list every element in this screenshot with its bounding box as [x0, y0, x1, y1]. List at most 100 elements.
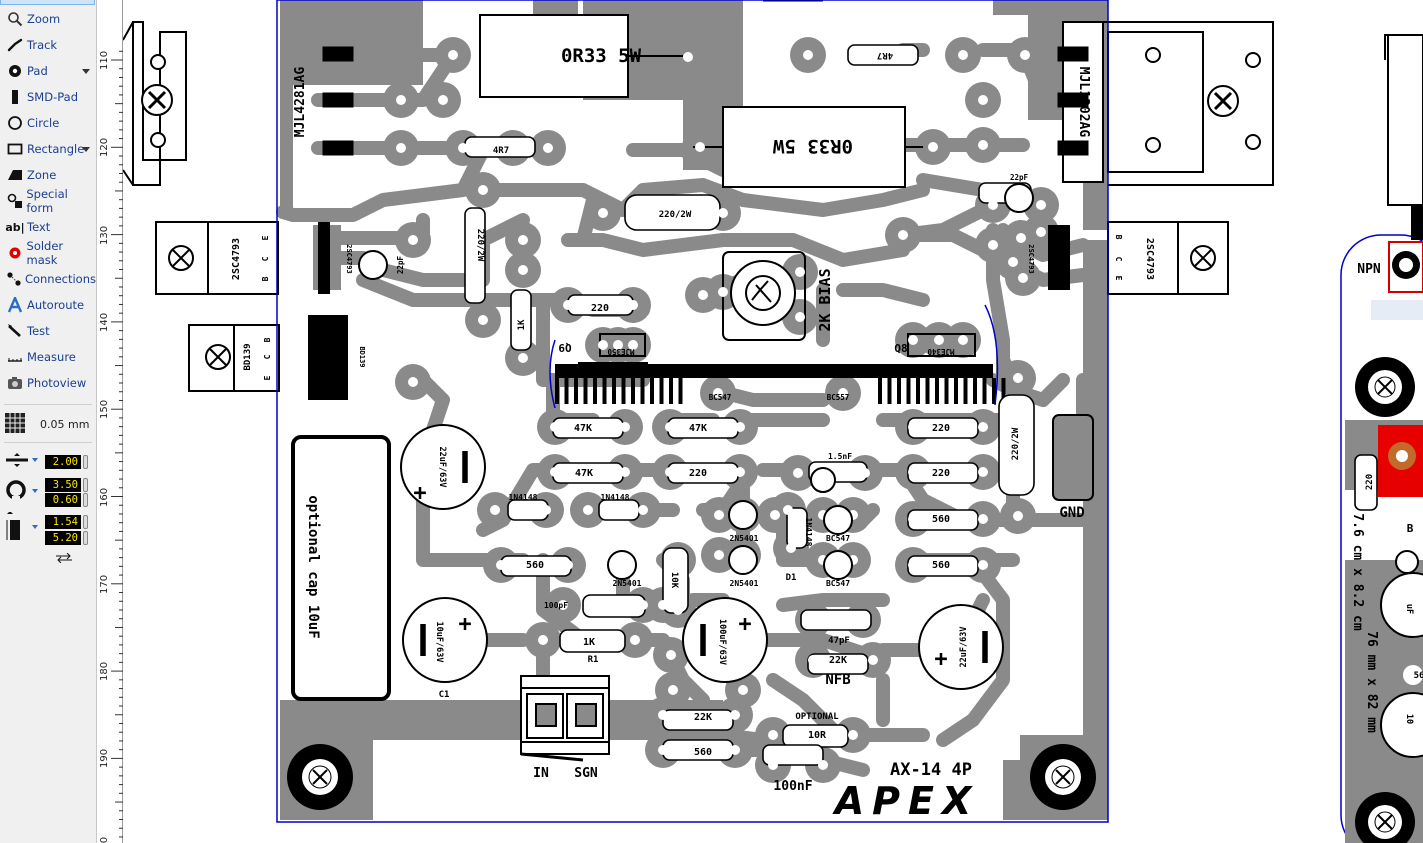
- special-form-icon: [5, 191, 24, 211]
- test-icon: [5, 321, 25, 341]
- label-1k-r1: 1K: [583, 637, 595, 648]
- label-nfb: NFB: [825, 672, 850, 688]
- plus-22uf-a: +: [413, 481, 426, 506]
- label-220-2w-vert: 220/2W: [475, 229, 485, 262]
- right-board-56: 56: [1414, 671, 1423, 681]
- smd-width-field[interactable]: 1.54: [45, 515, 81, 529]
- label-c1: C1: [439, 690, 450, 700]
- pcb-canvas[interactable]: 0R33 5W 0R33 5W 4R7 4R7 220/2W 220/2W 22…: [123, 0, 1423, 843]
- tool-rectangle[interactable]: Rectangle: [0, 137, 96, 161]
- mjl4281ag-leads: [322, 46, 354, 156]
- mjl4281ag-transistor[interactable]: [123, 21, 187, 186]
- pin-right-c: C: [1114, 257, 1123, 262]
- tool-connections[interactable]: Connections: [0, 267, 96, 291]
- label-2n5401-c: 2N5401: [730, 579, 759, 588]
- measure-icon: [5, 347, 25, 367]
- circle-icon: [5, 113, 25, 133]
- tool-test[interactable]: Test: [0, 319, 96, 343]
- label-560-a: 560: [526, 560, 544, 571]
- mjl1302ag-leads: [1057, 46, 1089, 156]
- right-board-10: 10: [1404, 714, 1414, 724]
- tool-zoom-label: Zoom: [27, 12, 61, 26]
- tool-autoroute[interactable]: Autoroute: [0, 293, 96, 317]
- pad-outer-field[interactable]: 3.50: [45, 478, 81, 492]
- track-width-field[interactable]: 2.00: [45, 455, 81, 469]
- board-outline: [276, 0, 1109, 823]
- 2sc4793-right[interactable]: [1107, 221, 1229, 295]
- label-22pf-a: 22pF: [396, 255, 405, 274]
- right-board-npn: NPN: [1357, 262, 1381, 277]
- label-2sc4793-right-pad: 2SC4793: [1027, 244, 1035, 274]
- label-bc547-a: BC547: [709, 393, 732, 402]
- photoview-icon: [5, 373, 25, 393]
- chevron-down-icon[interactable]: [82, 69, 90, 74]
- zone-icon: [5, 165, 25, 185]
- smd-height-field[interactable]: 5.20: [45, 531, 81, 545]
- tool-autoroute-label: Autoroute: [27, 298, 85, 312]
- tool-text[interactable]: ab| Text: [0, 215, 96, 239]
- tool-special-form-label: Special form: [26, 187, 68, 215]
- label-in: IN: [533, 766, 549, 781]
- smd-size-icon: [4, 511, 64, 562]
- label-10r: 10R: [808, 730, 827, 741]
- pad-icon: [5, 61, 25, 81]
- label-brand: APEX: [832, 779, 980, 823]
- pin-right-b: B: [1114, 235, 1123, 240]
- tool-special-form[interactable]: Special form: [0, 187, 96, 215]
- label-100nf: 100nF: [773, 779, 812, 794]
- tool-text-label: Text: [27, 220, 51, 234]
- tool-pad-label: Pad: [27, 64, 48, 78]
- grid-selector[interactable]: 0.05 mm: [4, 412, 94, 436]
- label-q9: Q9: [558, 341, 571, 354]
- transistor-pad-blocks: [308, 222, 1070, 400]
- pad-inner-spinner[interactable]: [83, 493, 88, 507]
- ruler-label: 130: [99, 225, 110, 245]
- label-10k: 10K: [669, 572, 679, 589]
- bd139-transistor[interactable]: [188, 324, 280, 392]
- tool-zoom[interactable]: Zoom: [0, 7, 96, 31]
- pad-size-row: [4, 478, 96, 508]
- ruler-label: 110: [99, 50, 110, 70]
- tool-track[interactable]: Track: [0, 33, 96, 57]
- pcb-layout[interactable]: 0R33 5W 0R33 5W 4R7 4R7 220/2W 220/2W 22…: [123, 0, 1423, 843]
- label-0r33-right: 0R33 5W: [772, 135, 853, 157]
- label-560-b: 560: [932, 514, 950, 525]
- label-mje340: MJE340: [927, 347, 955, 356]
- label-22k-b: 22K: [829, 655, 847, 666]
- label-optional: OPTIONAL: [795, 712, 839, 722]
- pin-right-e: E: [1114, 276, 1123, 281]
- label-sgn: SGN: [574, 766, 598, 781]
- smd-height-spinner[interactable]: [83, 531, 88, 545]
- label-model: AX-14 4P: [890, 760, 972, 780]
- selected-tool-highlight[interactable]: [0, 0, 95, 5]
- tool-photoview[interactable]: Photoview: [0, 371, 96, 395]
- label-1-5nf: 1.5nF: [828, 452, 852, 461]
- pin-bd-c: C: [263, 354, 272, 359]
- tool-measure[interactable]: Measure: [0, 345, 96, 369]
- rectangle-icon: [5, 139, 25, 159]
- tool-rectangle-label: Rectangle: [27, 142, 85, 156]
- tool-smd-pad[interactable]: SMD-Pad: [0, 85, 96, 109]
- ruler-label: 170: [99, 574, 110, 594]
- pin-bd-b: B: [263, 337, 272, 342]
- right-heavy-transistor[interactable]: [1062, 21, 1274, 186]
- tool-zone[interactable]: Zone: [0, 163, 96, 187]
- label-560-d: 560: [694, 747, 712, 758]
- ruler-label: 140: [99, 312, 110, 332]
- label-100uf: 100uF/63V: [717, 619, 727, 665]
- 2sc4793-left[interactable]: [155, 221, 279, 295]
- label-2k-bias: 2K BIAS: [816, 268, 834, 331]
- swap-icon[interactable]: [54, 548, 74, 567]
- tool-circle[interactable]: Circle: [0, 111, 96, 135]
- second-board-preview: NPN 7.6 cm x 8.2 cm 76 mm x 82 mm 220 uF…: [1340, 34, 1423, 843]
- smd-width-spinner[interactable]: [83, 515, 88, 529]
- label-22uf-a: 22uF/63V: [437, 447, 447, 488]
- pad-outer-spinner[interactable]: [83, 478, 88, 492]
- track-width-spinner[interactable]: [83, 455, 88, 469]
- chevron-down-icon[interactable]: [82, 147, 90, 152]
- tool-pad[interactable]: Pad: [0, 59, 96, 83]
- pad-inner-field[interactable]: 0.60: [45, 493, 81, 507]
- label-2n5401-a: 2N5401: [730, 534, 759, 543]
- label-4r7-top: 4R7: [877, 50, 893, 60]
- tool-solder-mask[interactable]: Solder mask: [0, 239, 96, 267]
